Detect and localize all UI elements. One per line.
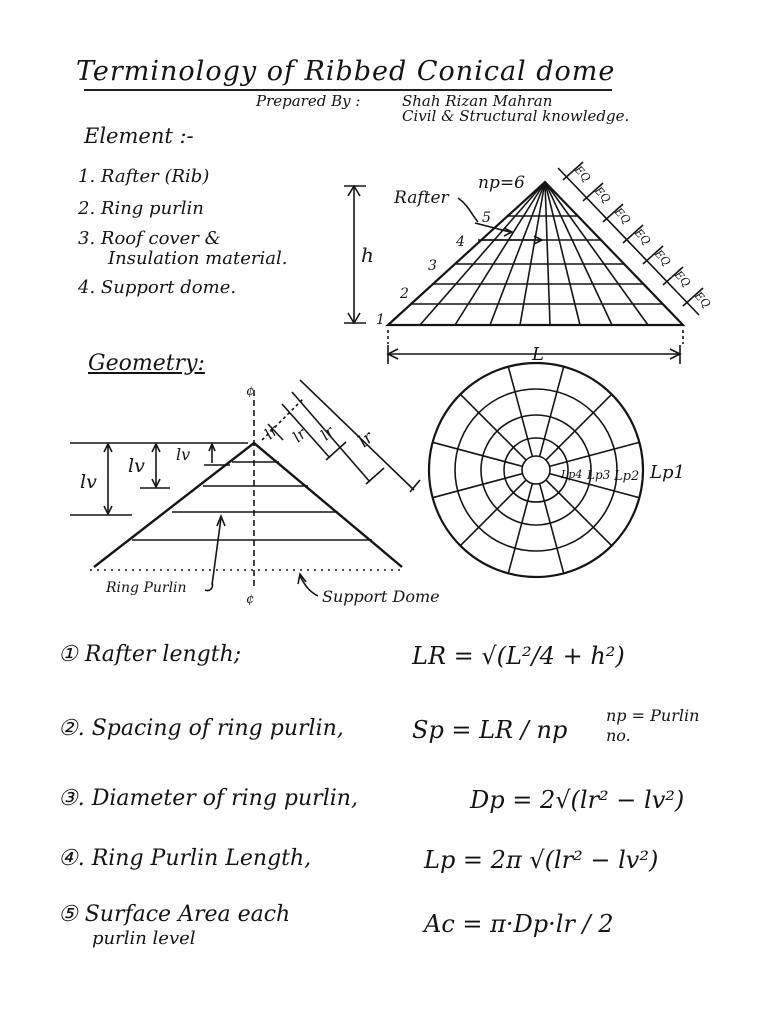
formula-1-expression: LR = √(L²/4 + h²) (412, 642, 625, 670)
formula-5-label-line2: purlin level (92, 928, 196, 949)
level-3: 3 (428, 258, 437, 274)
plan-spoke (459, 479, 527, 547)
formula-2-label: ②. Spacing of ring purlin, (58, 716, 344, 741)
lr-label-2: lr (289, 424, 310, 446)
formula-3-label: ③. Diameter of ring purlin, (58, 786, 358, 811)
geometry-heading: Geometry: (88, 351, 205, 376)
formula-4-label: ④. Ring Purlin Length, (58, 846, 312, 871)
centerline-label-top: ¢ (246, 384, 254, 399)
element-item-support-dome: 4. Support dome. (78, 277, 237, 298)
ring-purlin-label: Ring Purlin (105, 580, 187, 596)
page-title: Terminology of Ribbed Conical dome (76, 56, 616, 87)
element-item-rafter: 1. Rafter (Rib) (78, 166, 210, 187)
plan-spoke (507, 366, 534, 457)
formula-2-expression: Sp = LR / np (412, 716, 568, 744)
cone-elevation-diagram (344, 161, 704, 364)
element-item-ring-purlin: 2. Ring purlin (78, 198, 204, 219)
department-name: Civil & Structural knowledge. (402, 107, 630, 125)
plan-spoke (545, 479, 613, 547)
element-heading: Element :- (84, 124, 194, 148)
eq-label-6: EQ (671, 267, 693, 289)
h-label: h (361, 243, 374, 267)
eq-label-1: EQ (571, 162, 593, 184)
lr-label-4: lr (354, 427, 378, 452)
cone-outline (385, 180, 686, 327)
l-label: L (531, 344, 544, 365)
element-item-roof-cover: 3. Roof cover & (78, 228, 221, 249)
plan-spoke (459, 393, 527, 461)
plan-spoke (549, 472, 640, 499)
formula-1-label: ① Rafter length; (58, 642, 242, 667)
plan-spoke (432, 441, 523, 468)
level-4: 4 (455, 234, 465, 250)
prepared-by-label: Prepared By : (256, 92, 361, 110)
lp3-label: Lp3 (586, 468, 611, 482)
outer-ring (427, 361, 645, 579)
author-name: Shah Rizan Mahran (402, 92, 553, 110)
support-dome-label: Support Dome (322, 587, 440, 606)
lr-label-1: lr (261, 421, 282, 443)
formula-5-expression: Ac = π·Dp·lr / 2 (424, 910, 614, 938)
lv-label-2: lv (128, 455, 145, 477)
element-item-insulation: Insulation material. (108, 248, 288, 269)
np-label: np=6 (478, 173, 525, 193)
title-underline (84, 89, 612, 91)
plan-spoke (549, 441, 640, 468)
plan-spoke (507, 483, 534, 574)
eq-label-7: EQ (691, 288, 713, 310)
plan-spoke (545, 393, 613, 461)
lv-label-1: lv (80, 471, 97, 493)
plan-spoke (432, 472, 523, 499)
level-2: 2 (399, 286, 409, 302)
lp1-label: Lp1 (649, 462, 685, 483)
lp2-label: Lp2 (613, 469, 639, 484)
lp4-label: Lp4 (560, 468, 582, 481)
plan-view-diagram (427, 361, 645, 579)
formula-3-expression: Dp = 2√(lr² − lv²) (470, 786, 685, 814)
formula-4-expression: Lp = 2π √(lr² − lv²) (424, 846, 659, 874)
eq-label-4: EQ (631, 225, 653, 247)
lv-label-3: lv (176, 445, 190, 464)
level-5: 5 (482, 210, 491, 226)
geometry-elevation-diagram (70, 379, 421, 597)
plan-spoke (538, 366, 565, 457)
eq-label-2: EQ (591, 183, 613, 205)
formula-2-note: np = Purlin no. (606, 706, 700, 745)
formula-5-label: ⑤ Surface Area each (58, 902, 291, 927)
centerline-label-bottom: ¢ (246, 592, 254, 607)
level-1: 1 (376, 312, 385, 328)
eq-label-5: EQ (651, 246, 673, 268)
rafter-label: Rafter (393, 188, 450, 208)
eq-label-3: EQ (611, 204, 633, 226)
plan-spoke (538, 483, 565, 574)
